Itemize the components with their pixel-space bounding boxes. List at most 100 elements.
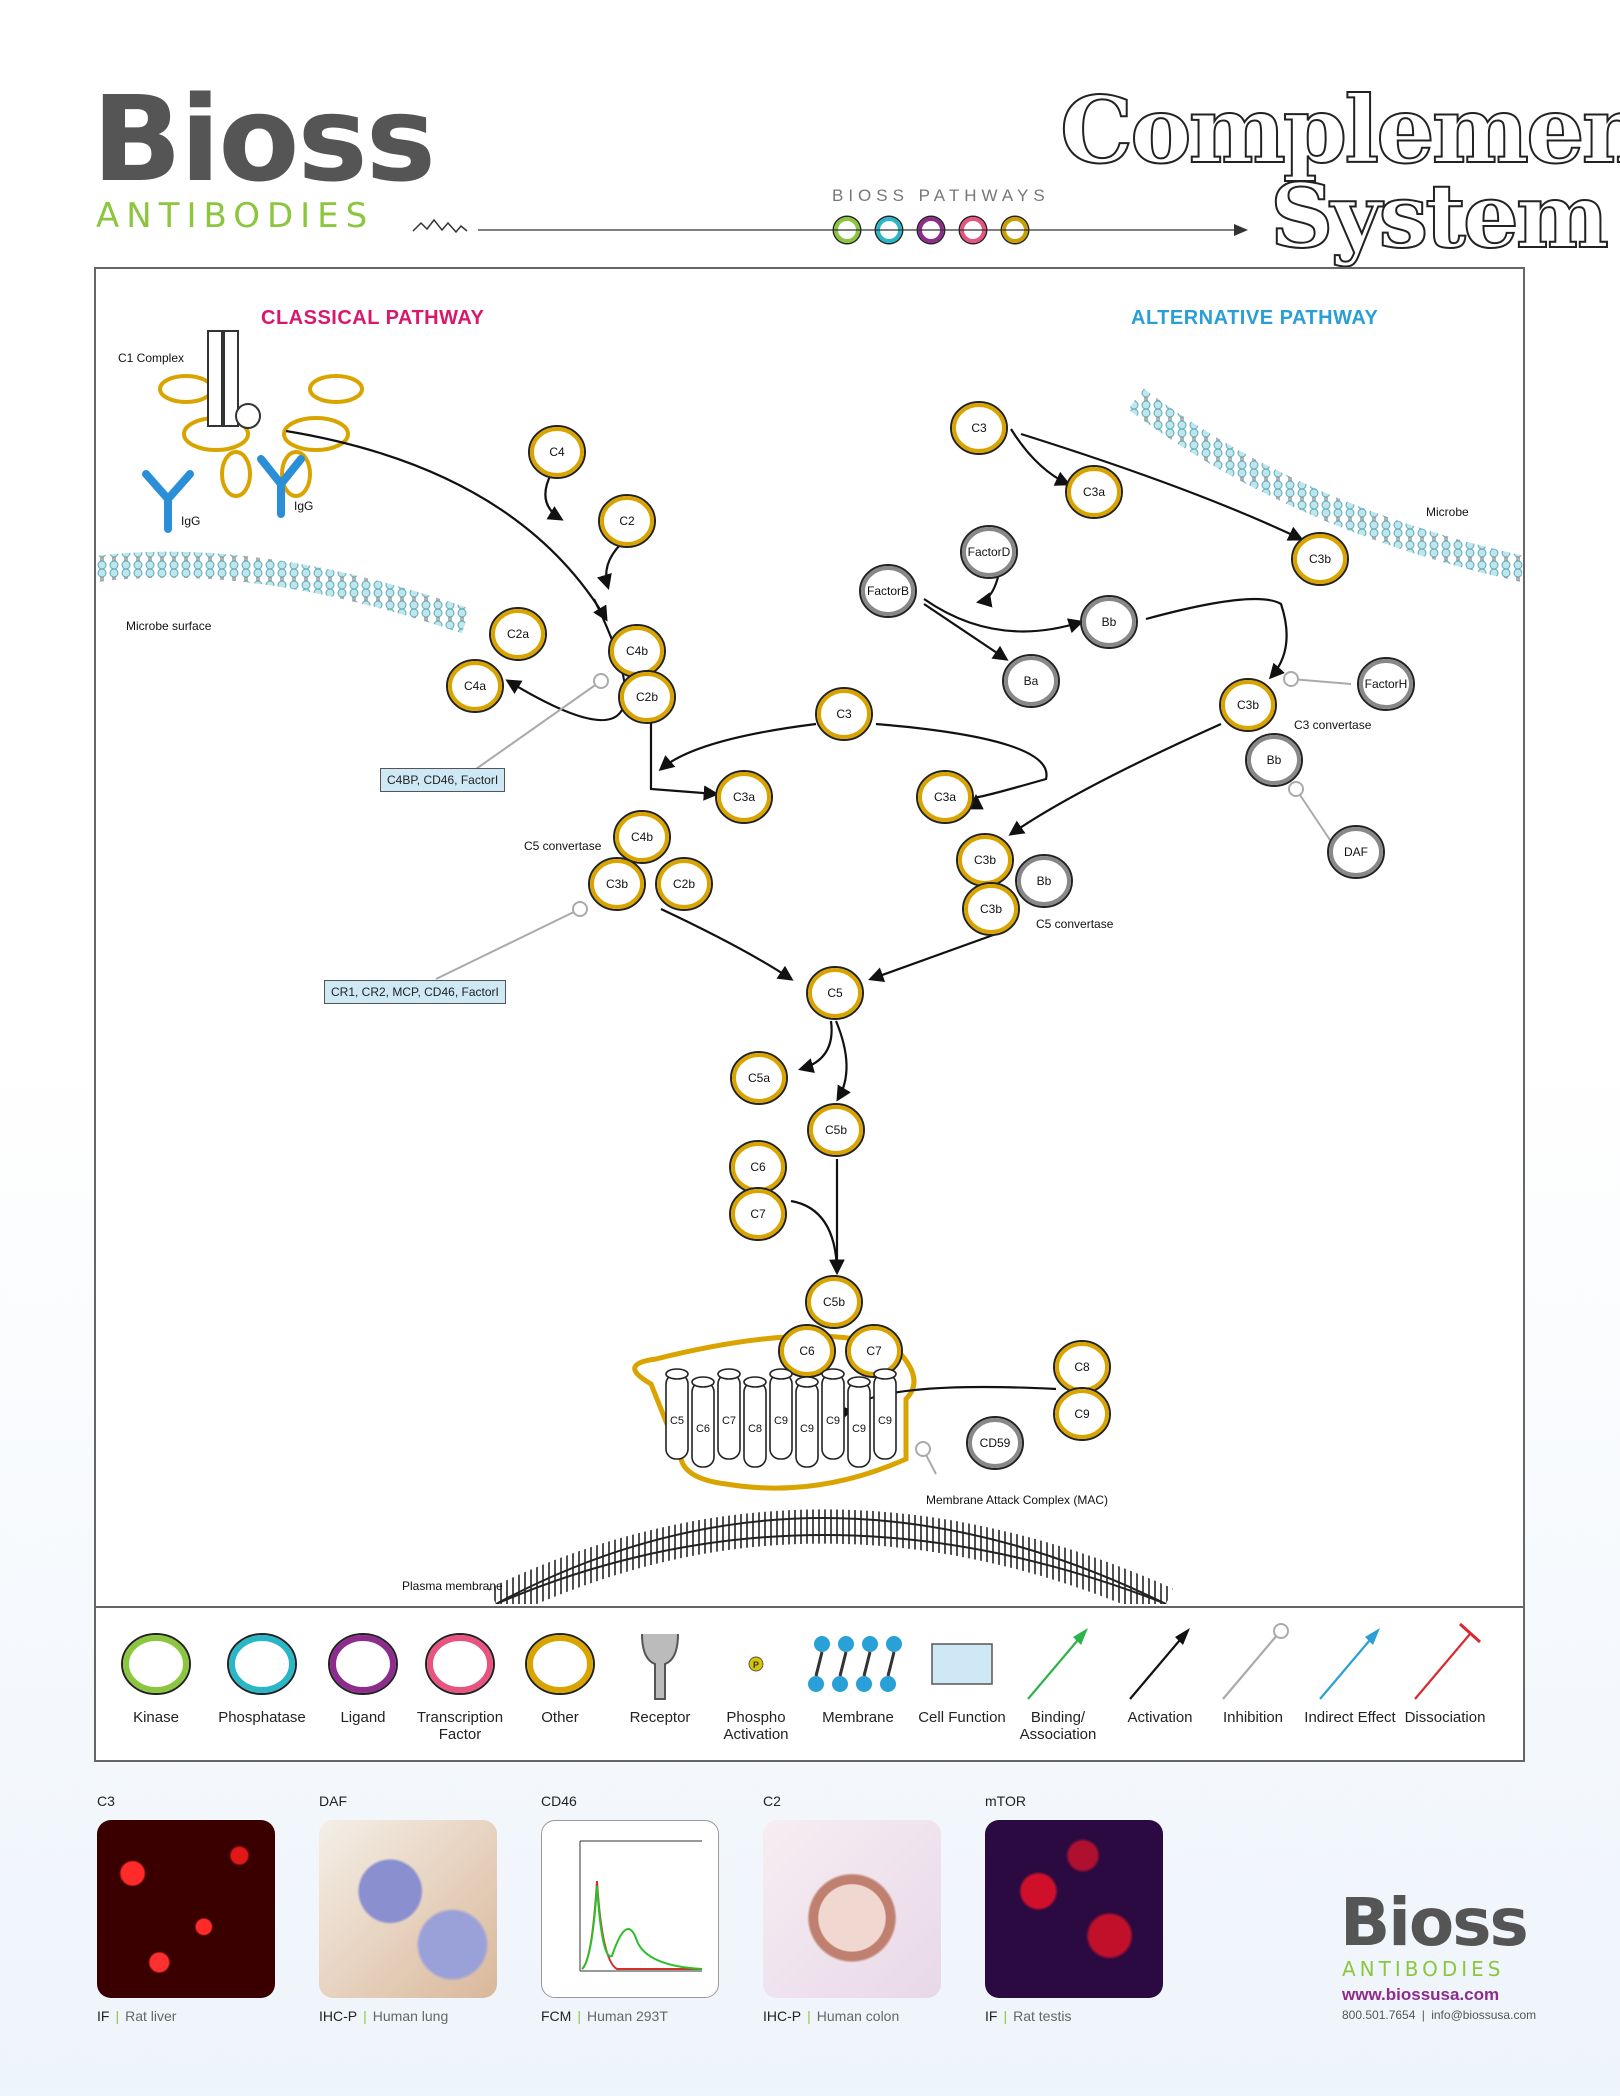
activation-arrow <box>834 1020 851 1102</box>
inhibition-line <box>1283 671 1352 687</box>
legend-label: Phosphatase <box>218 1709 306 1726</box>
node-c3b_alt: C3b <box>1291 532 1349 586</box>
mac-column-label: C9 <box>878 1415 892 1427</box>
legend-label: Inhibition <box>1222 1709 1284 1726</box>
node-c3b_r1: C3b <box>956 833 1014 887</box>
footer-logo-sub: ANTIBODIES <box>1342 1957 1505 1981</box>
legend-icon-4 <box>525 1633 595 1695</box>
thumbnail-image[interactable] <box>763 1820 941 1998</box>
caption-sample: Rat liver <box>125 2008 177 2024</box>
node-label: C2a <box>507 627 529 641</box>
node-c6_2: C6 <box>778 1324 836 1378</box>
caption-sep: | <box>807 2008 811 2024</box>
legend-label: Indirect Effect <box>1304 1709 1396 1726</box>
inhibition-line <box>1288 781 1337 850</box>
c5-convertase-left-label: C5 convertase <box>524 839 602 853</box>
thumbnail-image[interactable] <box>97 1820 275 1998</box>
thumbnail-caption: FCM|Human 293T <box>541 2008 668 2024</box>
node-label: C3b <box>980 902 1002 916</box>
header-logo-word: Bioss <box>92 70 436 208</box>
thumbnail-title: mTOR <box>985 1793 1026 1809</box>
node-c3_mid: C3 <box>815 687 873 741</box>
node-label: C7 <box>866 1344 882 1358</box>
legend-icon-1 <box>227 1633 297 1695</box>
node-c5: C5 <box>806 966 864 1020</box>
node-c2b_2: C2b <box>655 857 713 911</box>
node-label: C4a <box>464 679 486 693</box>
node-label: C9 <box>1074 1407 1090 1421</box>
footer-contact-sep: | <box>1421 2008 1425 2022</box>
thumbnail-image[interactable] <box>985 1820 1163 1998</box>
inhibition-line <box>475 673 609 770</box>
activation-arrow <box>1008 722 1222 836</box>
fcm-histogram-icon <box>579 1840 703 1972</box>
mac-column: C6 <box>691 1376 715 1468</box>
legend-label: Kinase <box>133 1709 179 1726</box>
alternative-pathway-title: ALTERNATIVE PATHWAY <box>1131 307 1379 329</box>
node-label: C3 <box>836 707 852 721</box>
mac-column-label: C7 <box>722 1415 736 1427</box>
activation-arrow <box>1145 597 1288 680</box>
node-label: C3b <box>606 877 628 891</box>
mac-column-label: C6 <box>696 1423 710 1435</box>
node-label: C3a <box>733 790 755 804</box>
legend-label: Membrane <box>822 1709 894 1726</box>
header-timeline <box>412 218 1248 236</box>
node-c8: C8 <box>1053 1340 1111 1394</box>
c3-convertase-label: C3 convertase <box>1294 718 1372 732</box>
caption-sep: | <box>115 2008 120 2024</box>
mac-column: C9 <box>795 1376 819 1468</box>
activation-arrow <box>660 908 794 981</box>
node-factord: FactorD <box>960 525 1018 579</box>
mac-column: C9 <box>847 1376 871 1468</box>
footer-contact: 800.501.7654 | info@biossusa.com <box>1342 2008 1536 2022</box>
legend-icon-8 <box>931 1643 993 1685</box>
footer-website[interactable]: www.biossusa.com <box>1342 1985 1500 2004</box>
activation-arrow <box>658 722 817 772</box>
activation-arrow <box>1010 428 1071 486</box>
activation-arrow <box>597 543 622 590</box>
activation-arrow <box>923 598 1084 634</box>
igg-label-a: IgG <box>181 514 201 528</box>
thumbnail-caption: IF|Rat liver <box>97 2008 176 2024</box>
caption-sample: Human lung <box>372 2008 449 2024</box>
footer-logo-word: Bioss <box>1340 1884 1529 1961</box>
node-factorb: FactorB <box>859 564 917 618</box>
cell-function-box-2: CR1, CR2, MCP, CD46, FactorI <box>324 980 506 1004</box>
page-title-line1: Complement <box>1059 76 1620 184</box>
node-label: C3b <box>974 853 996 867</box>
legend-icon-2 <box>328 1633 398 1695</box>
node-c3b_l: C3b <box>588 857 646 911</box>
node-c5b_1: C5b <box>807 1103 865 1157</box>
mac-label: Membrane Attack Complex (MAC) <box>926 1493 1109 1507</box>
node-label: C2b <box>636 690 658 704</box>
node-c4b_1: C4b <box>608 624 666 678</box>
node-label: C2 <box>619 514 635 528</box>
legend-icons: P <box>121 1622 1482 1700</box>
caption-sample: Rat testis <box>1013 2008 1072 2024</box>
node-label: C3a <box>934 790 956 804</box>
legend-icon-5 <box>641 1633 679 1700</box>
c1-complex-icon <box>158 330 364 498</box>
node-c4b_2: C4b <box>613 810 671 864</box>
mac-column: C8 <box>743 1376 767 1468</box>
thumbnail-image[interactable] <box>319 1820 497 1998</box>
legend-icon-13 <box>1414 1622 1482 1700</box>
caption-method: IHC-P <box>763 2008 802 2024</box>
footer-phone: 800.501.7654 <box>1342 2008 1416 2022</box>
node-label: DAF <box>1344 845 1368 859</box>
node-c3a_right: C3a <box>916 770 974 824</box>
node-label: C5b <box>825 1123 847 1137</box>
footer-email[interactable]: info@biossusa.com <box>1431 2008 1537 2022</box>
activation-arrow <box>544 473 564 521</box>
thumbnail-image[interactable] <box>541 1820 719 1998</box>
legend-label: Activation <box>1127 1709 1193 1726</box>
node-label: C6 <box>750 1160 766 1174</box>
node-label: C3b <box>1309 552 1331 566</box>
node-label: C4 <box>549 445 565 459</box>
thumbnail-title: C3 <box>97 1793 115 1809</box>
legend-label: Dissociation <box>1404 1709 1486 1726</box>
igg-label-b: IgG <box>294 499 314 513</box>
node-label: C5 <box>827 986 843 1000</box>
node-daf: DAF <box>1327 825 1385 879</box>
